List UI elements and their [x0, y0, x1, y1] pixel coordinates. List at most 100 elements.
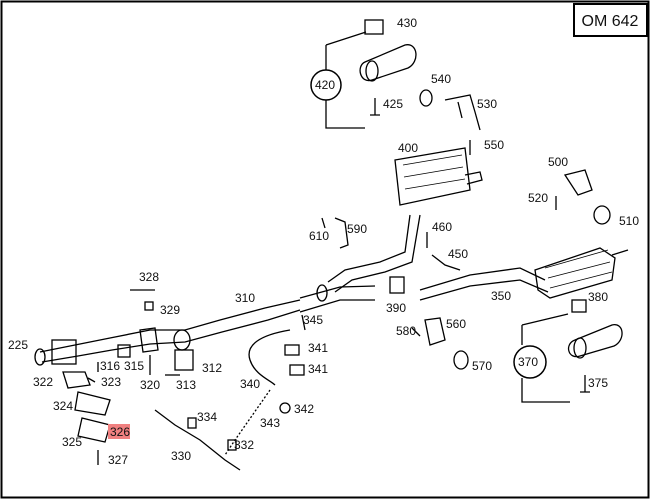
- part-label-312[interactable]: 312: [202, 361, 222, 375]
- part-label-326[interactable]: 326: [110, 425, 130, 439]
- part-label-325[interactable]: 325: [62, 435, 82, 449]
- part-label-341[interactable]: 341: [308, 341, 328, 355]
- part-label-324[interactable]: 324: [53, 399, 73, 413]
- part-label-342[interactable]: 342: [294, 402, 314, 416]
- pipe-rear-lower: [419, 279, 549, 301]
- tailpipe-trim-370: [567, 324, 623, 358]
- engine-code-label: OM 642: [582, 13, 639, 30]
- part-label-460[interactable]: 460: [432, 220, 452, 234]
- callout-370: [521, 313, 570, 403]
- bracket-590: [334, 217, 349, 249]
- part-label-375[interactable]: 375: [588, 376, 608, 390]
- part-label-370[interactable]: 370: [518, 355, 538, 369]
- part-label-328[interactable]: 328: [139, 270, 159, 284]
- rear-muffler-tail: [611, 249, 629, 256]
- callout-420: [325, 31, 367, 129]
- rubber-mount-510: [593, 205, 611, 225]
- bolt-345: [301, 314, 306, 331]
- bracket-324: [74, 391, 111, 416]
- callout-circle-370: [513, 345, 547, 379]
- bracket-500: [563, 169, 593, 196]
- part-label-350[interactable]: 350: [491, 289, 511, 303]
- part-label-330[interactable]: 330: [171, 449, 191, 463]
- rubber-312: [174, 349, 194, 371]
- part-label-225[interactable]: 225: [8, 338, 28, 352]
- sensor-cable-330: [154, 409, 241, 471]
- part-label-323[interactable]: 323: [101, 375, 121, 389]
- part-label-420[interactable]: 420: [315, 78, 335, 92]
- part-label-340[interactable]: 340: [240, 377, 260, 391]
- part-label-450[interactable]: 450: [448, 247, 468, 261]
- nut-329: [144, 301, 154, 311]
- part-label-322[interactable]: 322: [33, 375, 53, 389]
- part-label-315[interactable]: 315: [124, 359, 144, 373]
- engine-code-box: [573, 3, 648, 37]
- part-label-540[interactable]: 540: [431, 72, 451, 86]
- part-label-430[interactable]: 430: [397, 16, 417, 30]
- muffler-ribs: [402, 154, 466, 190]
- part-label-500[interactable]: 500: [548, 155, 568, 169]
- part-label-313[interactable]: 313: [176, 378, 196, 392]
- part-label-380[interactable]: 380: [588, 290, 608, 304]
- clamp-380: [571, 299, 587, 313]
- part-labels: 430 420 425 540 530 550 400 500 520 510 610 590 460 4…: [8, 16, 639, 467]
- part-label-530[interactable]: 530: [477, 97, 497, 111]
- part-label-425[interactable]: 425: [383, 97, 403, 111]
- part-label-570[interactable]: 570: [472, 359, 492, 373]
- bolt-580: [411, 327, 421, 337]
- part-label-510[interactable]: 510: [619, 214, 639, 228]
- tailpipe-trim-420: [359, 44, 417, 82]
- part-label-610[interactable]: 610: [309, 229, 329, 243]
- bracket-326: [77, 417, 111, 443]
- ring-front: [173, 329, 191, 351]
- part-label-520[interactable]: 520: [528, 191, 548, 205]
- sensor-cable-340: [248, 329, 291, 386]
- part-label-590[interactable]: 590: [347, 222, 367, 236]
- clamp-430: [364, 19, 384, 35]
- part-label-345[interactable]: 345: [303, 313, 323, 327]
- part-label-400[interactable]: 400: [398, 141, 418, 155]
- nut-610: [321, 217, 326, 229]
- part-label-329[interactable]: 329: [160, 303, 180, 317]
- pipe-mid-lower: [299, 299, 375, 313]
- pipe-branch-upper: [327, 214, 411, 283]
- pipe-rear-upper: [419, 267, 546, 291]
- highlight-box: [108, 424, 130, 439]
- bracket-322: [62, 371, 91, 389]
- diagram-drawing: [34, 19, 629, 471]
- middle-muffler: [394, 147, 471, 206]
- clip-334: [187, 417, 197, 429]
- tailpipe-opening-370: [573, 337, 587, 359]
- part-label-580[interactable]: 580: [396, 324, 416, 338]
- bolt-375: [580, 375, 590, 393]
- part-label-334[interactable]: 334: [197, 410, 217, 424]
- part-label-310[interactable]: 310: [235, 291, 255, 305]
- part-label-341[interactable]: 341: [308, 362, 328, 376]
- tailpipe-opening-420: [365, 60, 379, 82]
- part-label-390[interactable]: 390: [386, 301, 406, 315]
- rubber-mount-540: [419, 89, 433, 107]
- rubber-mount-570: [453, 350, 469, 370]
- pipe-front-upper: [39, 299, 301, 353]
- part-label-560[interactable]: 560: [446, 317, 466, 331]
- clip-332: [227, 439, 237, 451]
- nut-323: [87, 377, 96, 383]
- part-label-332[interactable]: 332: [234, 438, 254, 452]
- bracket-530: [444, 94, 481, 131]
- clip-341b: [289, 364, 305, 376]
- muffler-outlet: [464, 171, 483, 185]
- pipe-branch-lower: [334, 214, 421, 293]
- part-label-316[interactable]: 316: [100, 359, 120, 373]
- nut-342: [279, 402, 291, 414]
- part-label-550[interactable]: 550: [484, 138, 504, 152]
- bracket-560: [424, 317, 446, 346]
- part-label-327[interactable]: 327: [108, 453, 128, 467]
- part-316: [117, 344, 131, 358]
- clamp-ring: [316, 284, 328, 302]
- part-label-343[interactable]: 343: [260, 416, 280, 430]
- part-label-320[interactable]: 320: [140, 378, 160, 392]
- rear-muffler: [534, 247, 616, 299]
